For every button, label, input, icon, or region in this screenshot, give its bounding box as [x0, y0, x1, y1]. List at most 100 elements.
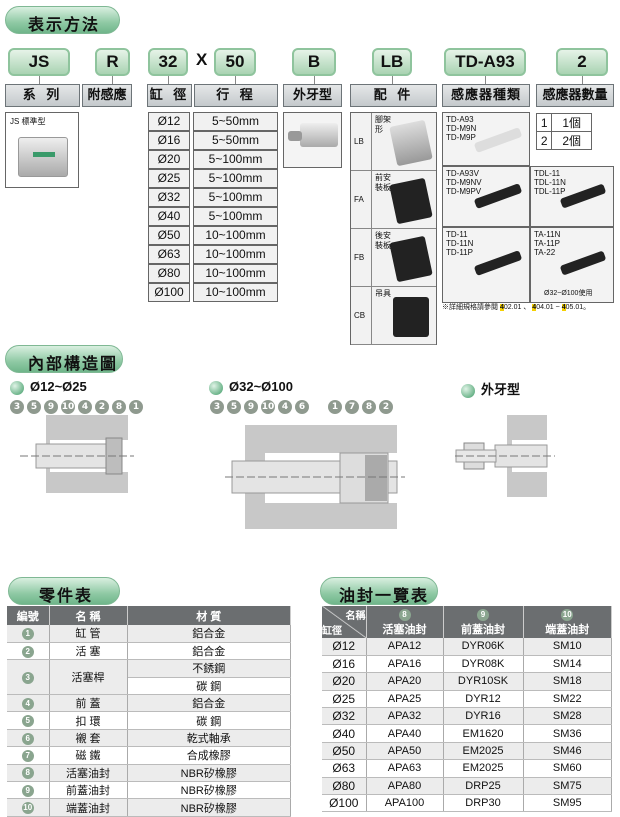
col-header: 材 質	[127, 606, 291, 625]
code-separator: X	[196, 50, 208, 69]
seal-cell: APA32	[366, 707, 444, 726]
bore-cell: Ø25	[322, 690, 367, 709]
part-name: 前 蓋	[49, 694, 128, 713]
part-number-cell: 3	[7, 659, 50, 696]
seal-cell: SM10	[523, 638, 612, 656]
divider	[371, 113, 372, 171]
code-bore: 32	[148, 48, 188, 76]
part-callout-icon: 9	[44, 400, 58, 414]
header-series: 系 列	[5, 84, 80, 107]
sensor-note: Ø32~Ø100使用	[544, 290, 593, 297]
section-title-structure: 內部構造圖	[5, 345, 123, 373]
ref-3: 05.01。	[565, 304, 591, 311]
seal-cell: DRP30	[443, 794, 524, 813]
seal-cell: DYR06K	[443, 638, 524, 656]
bore-cell: Ø100	[148, 283, 190, 302]
seal-cell: APA20	[366, 672, 444, 691]
bore-cell: Ø50	[148, 226, 190, 245]
part-number-cell: 6	[7, 729, 50, 748]
seal-cell: DYR12	[443, 690, 524, 709]
seal-cell: DYR10SK	[443, 672, 524, 691]
sensor-model: TD-M9NV	[446, 178, 482, 187]
corner-top: 名稱	[345, 611, 366, 622]
part-material: 鋁合金	[127, 694, 291, 713]
footnote-prefix: ※詳細規格請參閱	[442, 304, 498, 311]
seal-cell: DRP25	[443, 777, 524, 796]
divider	[371, 171, 372, 229]
part-material: NBR矽橡膠	[127, 781, 291, 800]
part-callout-icon: 10	[261, 400, 275, 414]
part-material: 不銹鋼	[127, 659, 291, 678]
accessory-code: FA	[354, 195, 364, 204]
bore-cell: Ø40	[148, 207, 190, 226]
bore-cell: Ø63	[148, 245, 190, 264]
part-callout-icon: 10	[61, 400, 75, 414]
diagram-small	[20, 415, 134, 493]
part-number-icon: 7	[21, 749, 34, 762]
seal-cell: APA80	[366, 777, 444, 796]
col-header: 編號	[7, 606, 50, 625]
diagram-thread	[455, 415, 555, 497]
sensor-model: TD-M9PV	[446, 187, 482, 196]
part-name: 活塞油封	[49, 764, 128, 783]
series-label: JS 標準型	[10, 117, 46, 126]
part-material: 鋁合金	[127, 625, 291, 643]
part-name: 前蓋油封	[49, 781, 128, 800]
seal-cell: EM2025	[443, 742, 524, 761]
ref-num: 4	[561, 304, 566, 311]
stroke-cell: 10~100mm	[193, 226, 278, 245]
part-callout-icon: 1	[129, 400, 143, 414]
sensor-model: TD-A93	[446, 115, 474, 124]
seal-cell: APA16	[366, 655, 444, 674]
part-number-cell: 10	[7, 798, 50, 817]
accessory-name: 前安裝板	[375, 173, 391, 192]
sensor-model: TD-A93V	[446, 169, 479, 178]
code-sensor: R	[95, 48, 130, 76]
part-number-icon: 10	[21, 802, 34, 815]
bore-cell: Ø50	[322, 742, 367, 761]
part-callout-icon: 5	[227, 400, 241, 414]
section-title-designation: 表示方法	[5, 6, 120, 34]
seal-cell: SM28	[523, 707, 612, 726]
part-name: 扣 環	[49, 711, 128, 730]
stroke-cell: 5~100mm	[193, 207, 278, 226]
part-number-cell: 9	[7, 781, 50, 800]
part-material: NBR矽橡膠	[127, 764, 291, 783]
part-number-cell: 4	[7, 694, 50, 713]
code-accessory: LB	[372, 48, 412, 76]
section-title-parts: 零件表	[8, 577, 120, 605]
part-callout-icon: 5	[27, 400, 41, 414]
series-box: JS 標準型	[5, 112, 79, 188]
code-stroke: 50	[214, 48, 256, 76]
variant-label: Ø12~Ø25	[30, 379, 87, 394]
part-number-cell: 1	[7, 625, 50, 643]
footnote: ※詳細規格請參閱 402.01 、 404.01 ~ 405.01。	[442, 303, 590, 313]
bullet-icon	[10, 380, 24, 395]
bore-cell: Ø80	[148, 264, 190, 283]
part-number-icon: 9	[477, 608, 489, 621]
part-number-cell: 2	[7, 642, 50, 661]
part-name: 端蓋油封	[49, 798, 128, 817]
ref-num: 4	[532, 304, 537, 311]
part-callout-icon: 3	[10, 400, 24, 414]
accessory-name: 後安裝板	[375, 231, 391, 250]
sensor-model: TA-11N	[534, 230, 561, 239]
